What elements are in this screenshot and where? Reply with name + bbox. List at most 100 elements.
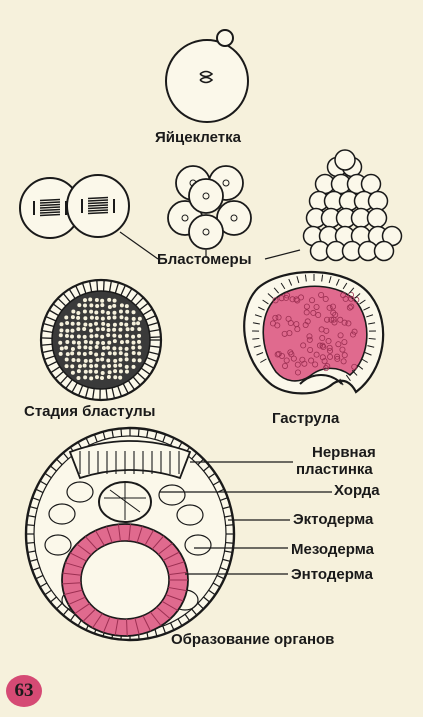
ectoderm-cell-wall [184,613,191,622]
ectoderm-cell-wall [170,622,175,631]
endoderm-cell [303,309,310,316]
cell-dot [131,316,136,321]
endoderm-cell [337,316,344,323]
ectoderm-cell-wall [27,515,36,518]
ectoderm-cell-wall [44,472,52,479]
cell-dot [82,363,87,368]
ectoderm-cell-wall [267,293,274,299]
cell-dot [83,339,88,344]
cell-dot [131,351,136,356]
ectoderm-cell-wall [212,582,221,588]
blastoderm-cell-wall [62,292,71,303]
endoderm-cell [319,335,326,342]
ectoderm-cell-wall [321,274,324,282]
cell-dot [83,358,88,363]
blastoderm-cell-wall [92,388,95,400]
notochord-cells [104,482,146,520]
cell-dot [106,327,111,332]
cell-dot [71,309,76,314]
cell-dot [70,351,75,356]
blastoderm-cell-wall [71,382,78,393]
blastomere-cell [188,178,224,214]
blastoderm-cell-wall [145,315,157,321]
blastoderm-cell-wall [75,285,81,296]
endoderm-cell-wall [166,561,185,568]
cell-dot [77,345,82,350]
cell-dot [107,351,112,356]
cell-dot [112,327,117,332]
endoderm-cell [326,304,333,311]
blastoderm-cell-wall [59,375,69,385]
endoderm-cell [320,344,327,351]
endoderm-cell [318,291,325,298]
cell-dot [89,376,94,381]
cell-dot [101,340,106,345]
endoderm-cell [302,321,309,328]
cell-dot [106,358,111,363]
endoderm-cell-wall [157,542,173,555]
endoderm-cell [306,333,313,340]
blastoderm-cell-wall [130,292,139,302]
ectoderm-cell-wall [62,452,69,460]
endoderm-cell [308,357,315,364]
endoderm-cell-wall [162,551,180,561]
blastoderm-cell-wall [127,380,136,391]
cell-dot [88,351,93,356]
cell-dot [100,357,105,362]
cell-dot [88,369,93,374]
cell-dot [89,334,94,339]
ectoderm-cell-wall [335,278,340,286]
mesoderm-cell [66,481,94,503]
cell-dot [71,357,76,362]
ectoderm-cell-wall [222,505,231,510]
label-egg-cell: Яйцеклетка [155,129,241,146]
endoderm-cell [278,295,285,302]
morula-cell [367,190,389,212]
ectoderm-cell-wall [364,352,372,356]
blastoderm-cell-wall [142,308,153,316]
cell-dot [59,328,64,333]
endoderm-cell-wall [165,594,184,602]
cell-dot [83,375,88,380]
cell-dot [118,309,123,314]
cell-dot [88,346,93,351]
endoderm-cell [310,309,317,316]
endoderm-cell [318,326,325,333]
cell-dot [124,364,129,369]
cell-dot [64,315,69,320]
cell-dot [89,315,94,320]
label-gastrula: Гаструла [272,410,340,427]
ectoderm-cell-wall [111,429,114,438]
endoderm-cell [351,363,358,370]
cell-dot [125,309,130,314]
label-mesoderm: Мезодерма [291,541,374,558]
cell-dot [94,310,99,315]
cell-nucleus [181,214,189,222]
endoderm-cell-wall [144,529,155,546]
cell-dot [59,346,64,351]
ectoderm-cell-wall [26,541,35,544]
cell-dot [76,340,81,345]
cell-dot [131,334,136,339]
cell-dot [119,321,124,326]
mesoderm-cell [48,503,76,525]
blastoderm-cell-wall [57,297,67,307]
cell-dot [131,345,136,350]
blastoderm-cell-wall [117,385,123,397]
cell-dot [94,321,99,326]
ectoderm-cell-wall [62,608,69,616]
cell-dot [131,310,136,315]
cell-dot [77,303,82,308]
cell-dot [88,340,93,345]
cell-dot [137,327,142,332]
leader-line [119,231,159,260]
blastoderm-cell-wall [42,349,54,354]
ectoderm-cell-wall [208,472,216,479]
blastoderm-cell-wall [46,360,58,367]
cell-dot [137,333,142,338]
endoderm-cell [283,357,290,364]
blastoderm-cell-wall [108,280,113,292]
endoderm-cell [303,303,310,310]
cell-dot [70,370,75,375]
blastoderm-cell-wall [136,372,147,381]
